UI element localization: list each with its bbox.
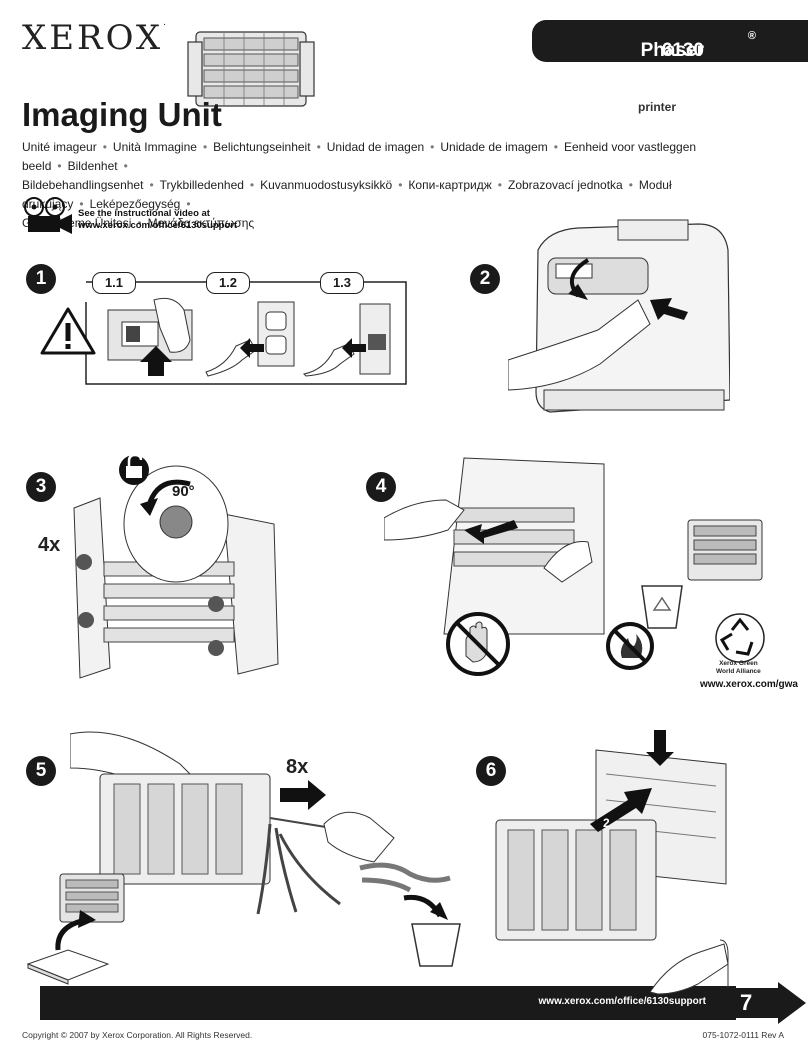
- used-imaging-unit-illustration: [687, 519, 763, 581]
- video-note: See the instructional video at www.xerox…: [78, 208, 238, 231]
- page-subtitle: printer: [638, 100, 677, 114]
- bottom-bar: www.xerox.com/office/6130support: [40, 986, 736, 1020]
- next-arrow-icon[interactable]: [722, 982, 808, 1024]
- step-7-number: 7: [740, 990, 753, 1015]
- printer-front-illustration: [508, 219, 730, 413]
- wall-outlet-illustration: [205, 301, 295, 377]
- step-6-badge: 6: [476, 756, 506, 786]
- translations: Unité imageur•Unità Immagine•Belichtungs…: [22, 140, 697, 230]
- video-url[interactable]: www.xerox.com/office/6130support: [78, 220, 238, 231]
- page-turn-hand-illustration: [649, 939, 729, 995]
- page-title: Imaging Unit: [22, 96, 222, 133]
- imaging-unit-strips-illustration: [70, 731, 395, 915]
- support-url[interactable]: www.xerox.com/office/6130support: [538, 996, 706, 1007]
- step-1-badge: 1: [26, 264, 56, 294]
- callout-2: 2: [603, 816, 610, 830]
- step-5-badge: 5: [26, 756, 56, 786]
- warning-icon: [40, 307, 96, 355]
- step-3-badge: 3: [26, 472, 56, 502]
- step-2-badge: 2: [470, 264, 500, 294]
- product-name: Phaser: [640, 40, 704, 61]
- callout-1: 1: [658, 728, 667, 745]
- product-tab: Phaser® 6130: [532, 20, 808, 62]
- step-1-frame: [85, 281, 407, 385]
- discard-strips-illustration: [359, 862, 461, 967]
- rotation-angle: 90°: [172, 483, 195, 500]
- recycle-bin-icon: [641, 585, 683, 629]
- video-projector-icon: [24, 197, 72, 234]
- part-number: 075-1072-0111 Rev A: [702, 1030, 784, 1040]
- unlock-icon: [119, 453, 149, 485]
- power-switch-illustration: [107, 297, 193, 376]
- no-touch-icon: [446, 612, 510, 676]
- xerox-logo: XEROX.: [22, 18, 166, 58]
- step-1-3-label: 1.3: [320, 272, 364, 294]
- step-1-2-label: 1.2: [206, 272, 250, 294]
- imaging-unit-thumbnail: [187, 31, 315, 107]
- gwa-url[interactable]: www.xerox.com/gwa: [700, 679, 798, 690]
- copyright: Copyright © 2007 by Xerox Corporation. A…: [22, 1030, 253, 1040]
- eight-times-label: 8x: [286, 756, 309, 778]
- no-fire-icon: [606, 622, 654, 670]
- install-imaging-unit-illustration: [495, 730, 727, 941]
- four-times-label: 4x: [38, 534, 61, 556]
- recycle-icon: [715, 613, 765, 663]
- printer-interior-illustration: [73, 465, 279, 679]
- box-with-unit-illustration: [26, 873, 125, 985]
- pull-arrow-icon: [280, 780, 326, 810]
- step-4-badge: 4: [366, 472, 396, 502]
- model-number: 6130: [661, 40, 704, 61]
- printer-socket-illustration: [302, 303, 391, 377]
- step-1-1-label: 1.1: [92, 272, 136, 294]
- remove-imaging-unit-illustration: [384, 457, 605, 635]
